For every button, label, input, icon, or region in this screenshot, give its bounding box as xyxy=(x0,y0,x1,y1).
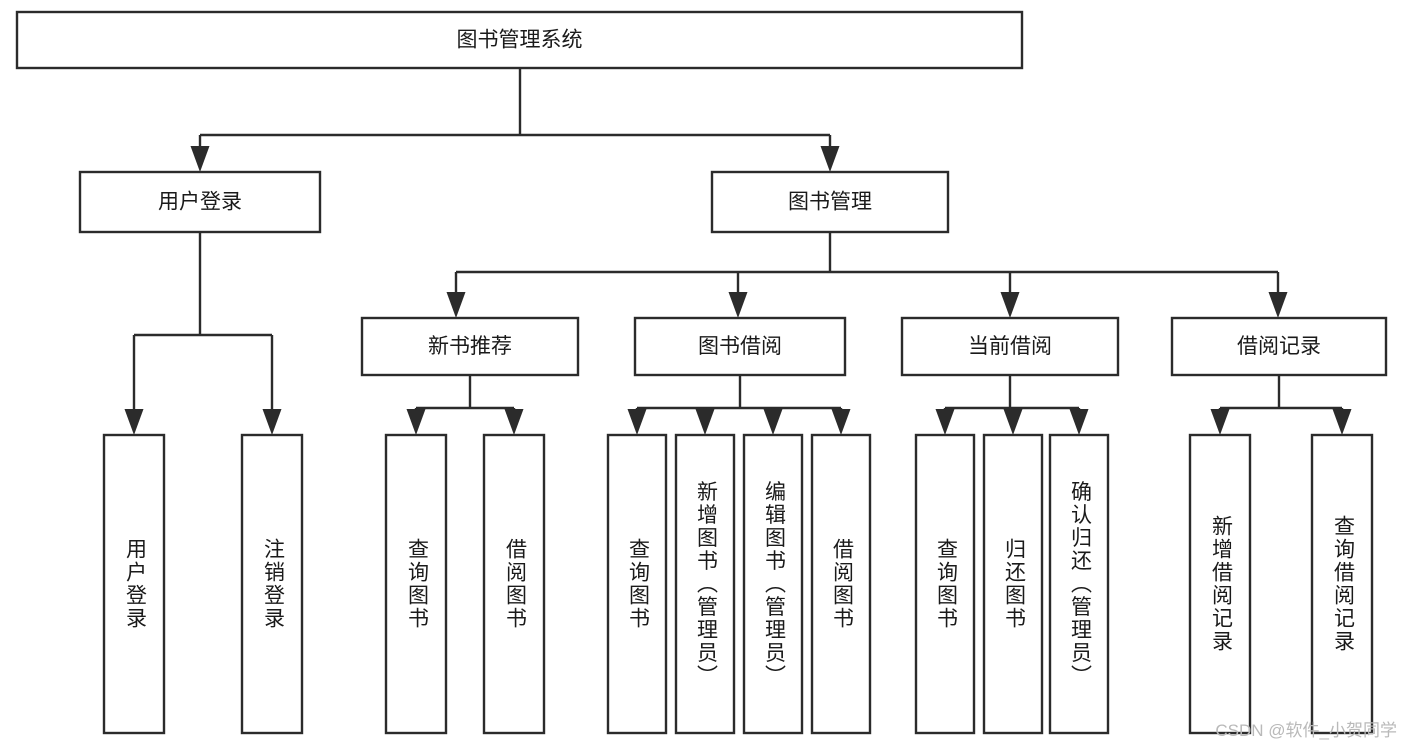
arrow-head-icon xyxy=(1268,292,1288,318)
arrow-head-icon xyxy=(406,409,426,435)
node-label: 注销登录 xyxy=(261,538,285,630)
node-label: 查询借阅记录 xyxy=(1331,515,1355,653)
node-label: 用户登录 xyxy=(158,191,242,214)
node-box[interactable] xyxy=(360,316,580,377)
node-box[interactable] xyxy=(982,433,1044,735)
node-label: 归还图书 xyxy=(1002,538,1026,630)
node-box[interactable] xyxy=(1170,316,1388,377)
node-leaf-9[interactable]: 查询图书 xyxy=(914,433,976,735)
node-label: 借阅图书 xyxy=(830,538,854,630)
node-l3-1[interactable]: 新书推荐 xyxy=(360,316,580,377)
node-label: 查询图书 xyxy=(626,538,650,630)
node-box[interactable] xyxy=(15,10,1024,70)
node-leaf-7[interactable]: 编辑图书（管理员） xyxy=(742,433,804,735)
node-label: 借阅记录 xyxy=(1237,335,1321,358)
arrow-head-icon xyxy=(820,146,840,172)
connector-group-l3-3 xyxy=(935,375,1089,435)
node-leaf-11[interactable]: 确认归还（管理员） xyxy=(1048,433,1110,735)
node-label: 图书管理 xyxy=(788,191,872,214)
node-box[interactable] xyxy=(914,433,976,735)
node-label: 新书推荐 xyxy=(428,335,512,358)
node-label: 用户登录 xyxy=(123,538,147,630)
node-leaf-13[interactable]: 查询借阅记录 xyxy=(1310,433,1374,735)
node-box[interactable] xyxy=(606,433,668,735)
node-leaf-1[interactable]: 用户登录 xyxy=(102,433,166,735)
arrow-head-icon xyxy=(124,409,144,435)
node-leaf-12[interactable]: 新增借阅记录 xyxy=(1188,433,1252,735)
node-box[interactable] xyxy=(742,433,804,735)
arrow-head-icon xyxy=(1000,292,1020,318)
arrow-head-icon xyxy=(763,409,783,435)
node-box[interactable] xyxy=(810,433,872,735)
connector-group-l2-2 xyxy=(446,232,1288,318)
node-l3-3[interactable]: 当前借阅 xyxy=(900,316,1120,377)
node-layer: 图书管理系统用户登录图书管理新书推荐图书借阅当前借阅借阅记录用户登录注销登录查询… xyxy=(15,10,1388,735)
node-box[interactable] xyxy=(1048,433,1110,735)
node-l2-2[interactable]: 图书管理 xyxy=(710,170,950,234)
connector-group-root xyxy=(190,68,840,172)
arrow-head-icon xyxy=(262,409,282,435)
node-box[interactable] xyxy=(78,170,322,234)
arrow-head-icon xyxy=(831,409,851,435)
arrow-head-icon xyxy=(1210,409,1230,435)
node-leaf-6[interactable]: 新增图书（管理员） xyxy=(674,433,736,735)
node-box[interactable] xyxy=(384,433,448,735)
node-label: 借阅图书 xyxy=(503,538,527,630)
node-leaf-2[interactable]: 注销登录 xyxy=(240,433,304,735)
connector-group-l3-1 xyxy=(406,375,524,435)
node-leaf-10[interactable]: 归还图书 xyxy=(982,433,1044,735)
node-box[interactable] xyxy=(1188,433,1252,735)
arrow-head-icon xyxy=(1069,409,1089,435)
connector-group-l2-1 xyxy=(124,232,282,435)
node-box[interactable] xyxy=(900,316,1120,377)
node-box[interactable] xyxy=(240,433,304,735)
node-leaf-8[interactable]: 借阅图书 xyxy=(810,433,872,735)
node-box[interactable] xyxy=(482,433,546,735)
node-label: 确认归还（管理员） xyxy=(1068,481,1092,688)
node-box[interactable] xyxy=(674,433,736,735)
node-box[interactable] xyxy=(102,433,166,735)
arrow-head-icon xyxy=(728,292,748,318)
arrow-head-icon xyxy=(190,146,210,172)
arrow-head-icon xyxy=(1003,409,1023,435)
node-label: 查询图书 xyxy=(405,538,429,630)
arrow-head-icon xyxy=(935,409,955,435)
node-label: 图书管理系统 xyxy=(457,29,583,52)
connector-group-l3-4 xyxy=(1210,375,1352,435)
node-label: 新增借阅记录 xyxy=(1209,515,1233,653)
arrow-head-icon xyxy=(504,409,524,435)
node-label: 图书借阅 xyxy=(698,335,782,358)
node-leaf-4[interactable]: 借阅图书 xyxy=(482,433,546,735)
arrow-head-icon xyxy=(627,409,647,435)
connector-group-l3-2 xyxy=(627,375,851,435)
node-label: 新增图书（管理员） xyxy=(694,481,718,688)
connector-layer xyxy=(124,68,1352,435)
arrow-head-icon xyxy=(695,409,715,435)
arrow-head-icon xyxy=(1332,409,1352,435)
node-l2-1[interactable]: 用户登录 xyxy=(78,170,322,234)
node-box[interactable] xyxy=(1310,433,1374,735)
node-box[interactable] xyxy=(633,316,847,377)
node-box[interactable] xyxy=(710,170,950,234)
arrow-head-icon xyxy=(446,292,466,318)
node-label: 编辑图书（管理员） xyxy=(762,481,786,688)
node-l3-2[interactable]: 图书借阅 xyxy=(633,316,847,377)
node-label: 当前借阅 xyxy=(968,335,1052,358)
node-root[interactable]: 图书管理系统 xyxy=(15,10,1024,70)
node-label: 查询图书 xyxy=(934,538,958,630)
node-l3-4[interactable]: 借阅记录 xyxy=(1170,316,1388,377)
node-leaf-3[interactable]: 查询图书 xyxy=(384,433,448,735)
node-leaf-5[interactable]: 查询图书 xyxy=(606,433,668,735)
